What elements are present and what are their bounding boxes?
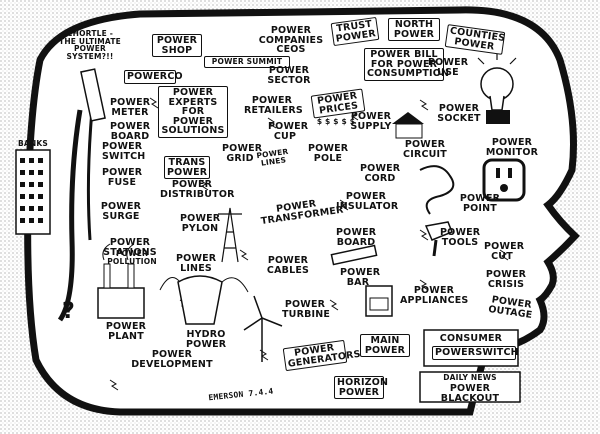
banks-building <box>15 149 51 235</box>
power-monitor-label: POWER MONITOR <box>485 137 539 158</box>
lightning-bolts <box>109 97 509 391</box>
power-bill-label: POWER BILL FOR POWER CONSUMPTION <box>364 48 449 81</box>
wind-turbine-icon <box>243 295 283 362</box>
power-board-left-label: POWER BOARD <box>110 121 151 142</box>
power-retailers-label: POWER RETAILERS <box>244 95 303 116</box>
power-cables-label: POWER CABLES <box>266 255 310 276</box>
chortle-label: CHORTLE - THE ULTIMATE POWER SYSTEM?!! <box>59 29 121 61</box>
power-grid-label: POWER GRID <box>222 143 263 164</box>
power-summit-label: POWER SUMMIT <box>204 56 290 68</box>
power-shop-label: POWER SHOP <box>152 34 202 57</box>
power-development-label: POWER DEVELOPMENT <box>131 349 213 370</box>
power-cord-label: POWER CORD <box>360 163 401 184</box>
power-board-right-label: POWER BOARD <box>336 227 377 248</box>
banks-label: BANKS <box>17 139 48 148</box>
power-cut-label: POWER CUT <box>484 241 525 262</box>
powerco-label: POWERCO <box>124 70 183 84</box>
question-mark-icon: ? <box>62 299 75 324</box>
power-use-label: POWER USE <box>428 57 469 78</box>
power-pollution-label: POWER POLLUTION <box>107 249 157 266</box>
dam-icon <box>159 275 249 325</box>
power-distributor-label: POWER DISTRIBUTOR <box>160 179 235 200</box>
consumer-label: CONSUMER <box>439 333 503 344</box>
drill-icon <box>424 221 453 257</box>
trans-power-label: TRANS POWER <box>164 156 210 179</box>
power-bar-label: POWER BAR <box>340 267 381 288</box>
hydro-power-label: HYDRO POWER <box>186 329 227 350</box>
power-lines-label: POWER LINES <box>176 253 217 274</box>
power-switch-label: POWER SWITCH <box>102 141 146 162</box>
power-plant-label: POWER PLANT <box>105 321 147 342</box>
power-sector-label: POWER SECTOR <box>267 65 311 86</box>
power-turbine-label: POWER TURBINE <box>282 299 331 320</box>
meter-device <box>80 68 106 122</box>
pylon-icon <box>218 207 242 263</box>
north-power-label: NORTH POWER <box>388 18 440 41</box>
power-blackout-label: POWER BLACKOUT <box>440 383 500 404</box>
house-icon <box>392 112 424 139</box>
power-circuit-label: POWER CIRCUIT <box>403 139 447 160</box>
power-bar-icon <box>330 244 378 266</box>
oven-icon <box>365 285 393 317</box>
factory-icon <box>97 243 145 319</box>
power-pole-label: POWER POLE <box>308 143 349 164</box>
power-socket-icon <box>482 158 526 202</box>
power-experts-label: POWER EXPERTS FOR POWER SOLUTIONS <box>158 86 228 138</box>
power-companies-ceos-label: POWER COMPANIES CEOS <box>258 25 324 55</box>
light-bulb-icon <box>477 52 517 124</box>
horizon-power-label: HORIZON POWER <box>334 376 388 399</box>
power-cord-icon <box>419 165 455 215</box>
power-stations-label: POWER STATIONS <box>103 237 157 258</box>
power-fuse-label: POWER FUSE <box>102 167 143 188</box>
power-insulator-label: POWER INSULATOR <box>336 191 399 212</box>
power-surge-label: POWER SURGE <box>100 201 142 222</box>
power-crisis-label: POWER CRISIS <box>485 269 527 290</box>
power-pylon-label: POWER PYLON <box>180 213 221 234</box>
power-meter-label: POWER METER <box>110 97 151 118</box>
power-appliances-label: POWER APPLIANCES <box>400 285 469 306</box>
power-point-label: POWER POINT <box>459 193 501 214</box>
powerswitch-label: POWERSWITCH <box>432 346 519 360</box>
power-tools-label: POWER TOOLS <box>440 227 481 248</box>
power-supply-label: POWER SUPPLY <box>350 111 392 132</box>
svg-text:?: ? <box>62 299 75 324</box>
daily-news-label: DAILY NEWS <box>443 373 497 382</box>
power-prices-dollars: $ $ $ $ $ <box>316 117 356 126</box>
main-power-label: MAIN POWER <box>360 334 410 357</box>
power-cup-label: POWER CUP <box>268 121 309 142</box>
power-socket-label: POWER SOCKET <box>437 103 481 124</box>
